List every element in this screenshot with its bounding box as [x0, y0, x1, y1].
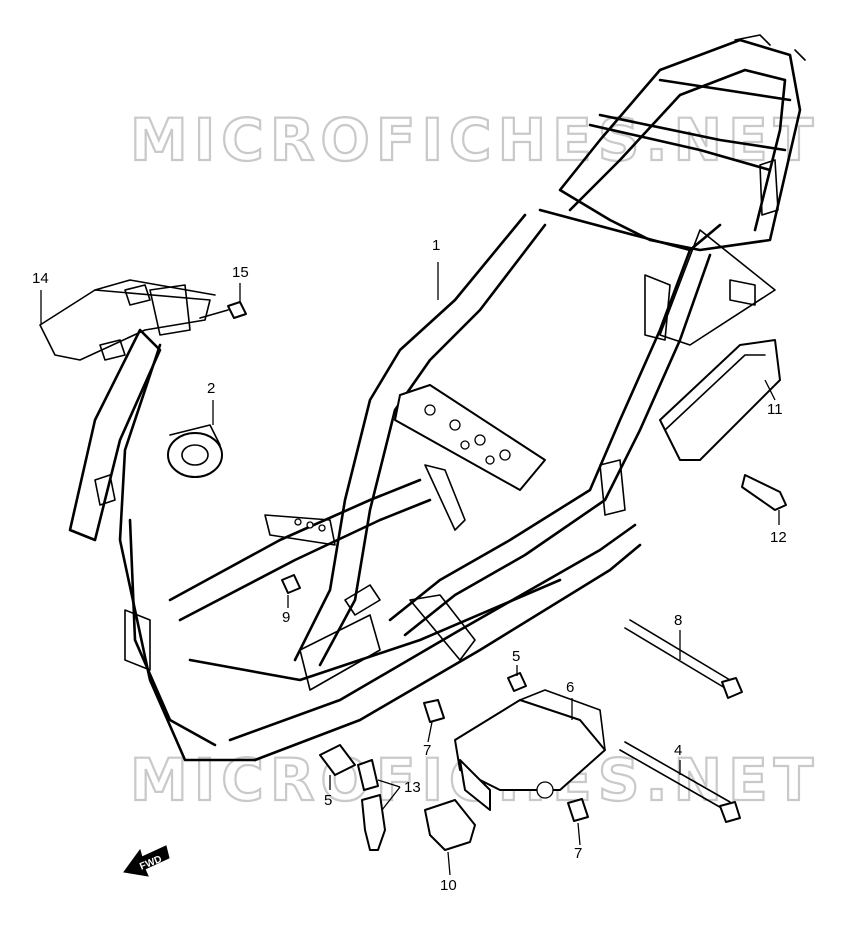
callout-9: 9	[282, 609, 290, 626]
callout-1: 1	[432, 237, 440, 254]
part-8-long-bolt	[624, 619, 743, 699]
callout-7-upper: 7	[423, 742, 431, 759]
callout-4: 4	[674, 742, 682, 759]
part-2-collar	[167, 424, 223, 478]
part-13-damper	[357, 759, 386, 851]
part-15-bolt	[199, 301, 247, 319]
part-11-cover	[659, 339, 781, 461]
callout-3: 5	[324, 792, 332, 809]
callout-13: 13	[404, 779, 421, 796]
callout-10: 10	[440, 877, 457, 894]
part-10-clip	[424, 799, 476, 851]
callout-15: 15	[232, 264, 249, 281]
part-9-nut	[281, 574, 301, 594]
leader-lines	[40, 262, 780, 876]
part-5-nut	[507, 672, 527, 692]
callout-2: 2	[207, 380, 215, 397]
fwd-arrow-icon: FWD	[123, 845, 170, 877]
part-3-clip	[319, 744, 356, 776]
part-7-bolt-upper	[423, 699, 445, 723]
part-4-long-bolt	[619, 741, 741, 823]
callout-7-lower: 7	[574, 845, 582, 862]
watermark-top: MICROFICHES.NET	[130, 106, 819, 174]
callout-5: 5	[512, 648, 520, 665]
callout-8: 8	[674, 612, 682, 629]
part-6-engine-mount	[454, 689, 606, 811]
callout-12: 12	[770, 529, 787, 546]
part-7-bolt-lower	[567, 798, 589, 822]
part-12-bolt	[741, 474, 787, 511]
callout-14: 14	[32, 270, 49, 287]
callout-6: 6	[566, 679, 574, 696]
main-frame	[68, 34, 806, 762]
callout-11: 11	[767, 401, 783, 418]
part-14-bracket	[39, 279, 216, 361]
